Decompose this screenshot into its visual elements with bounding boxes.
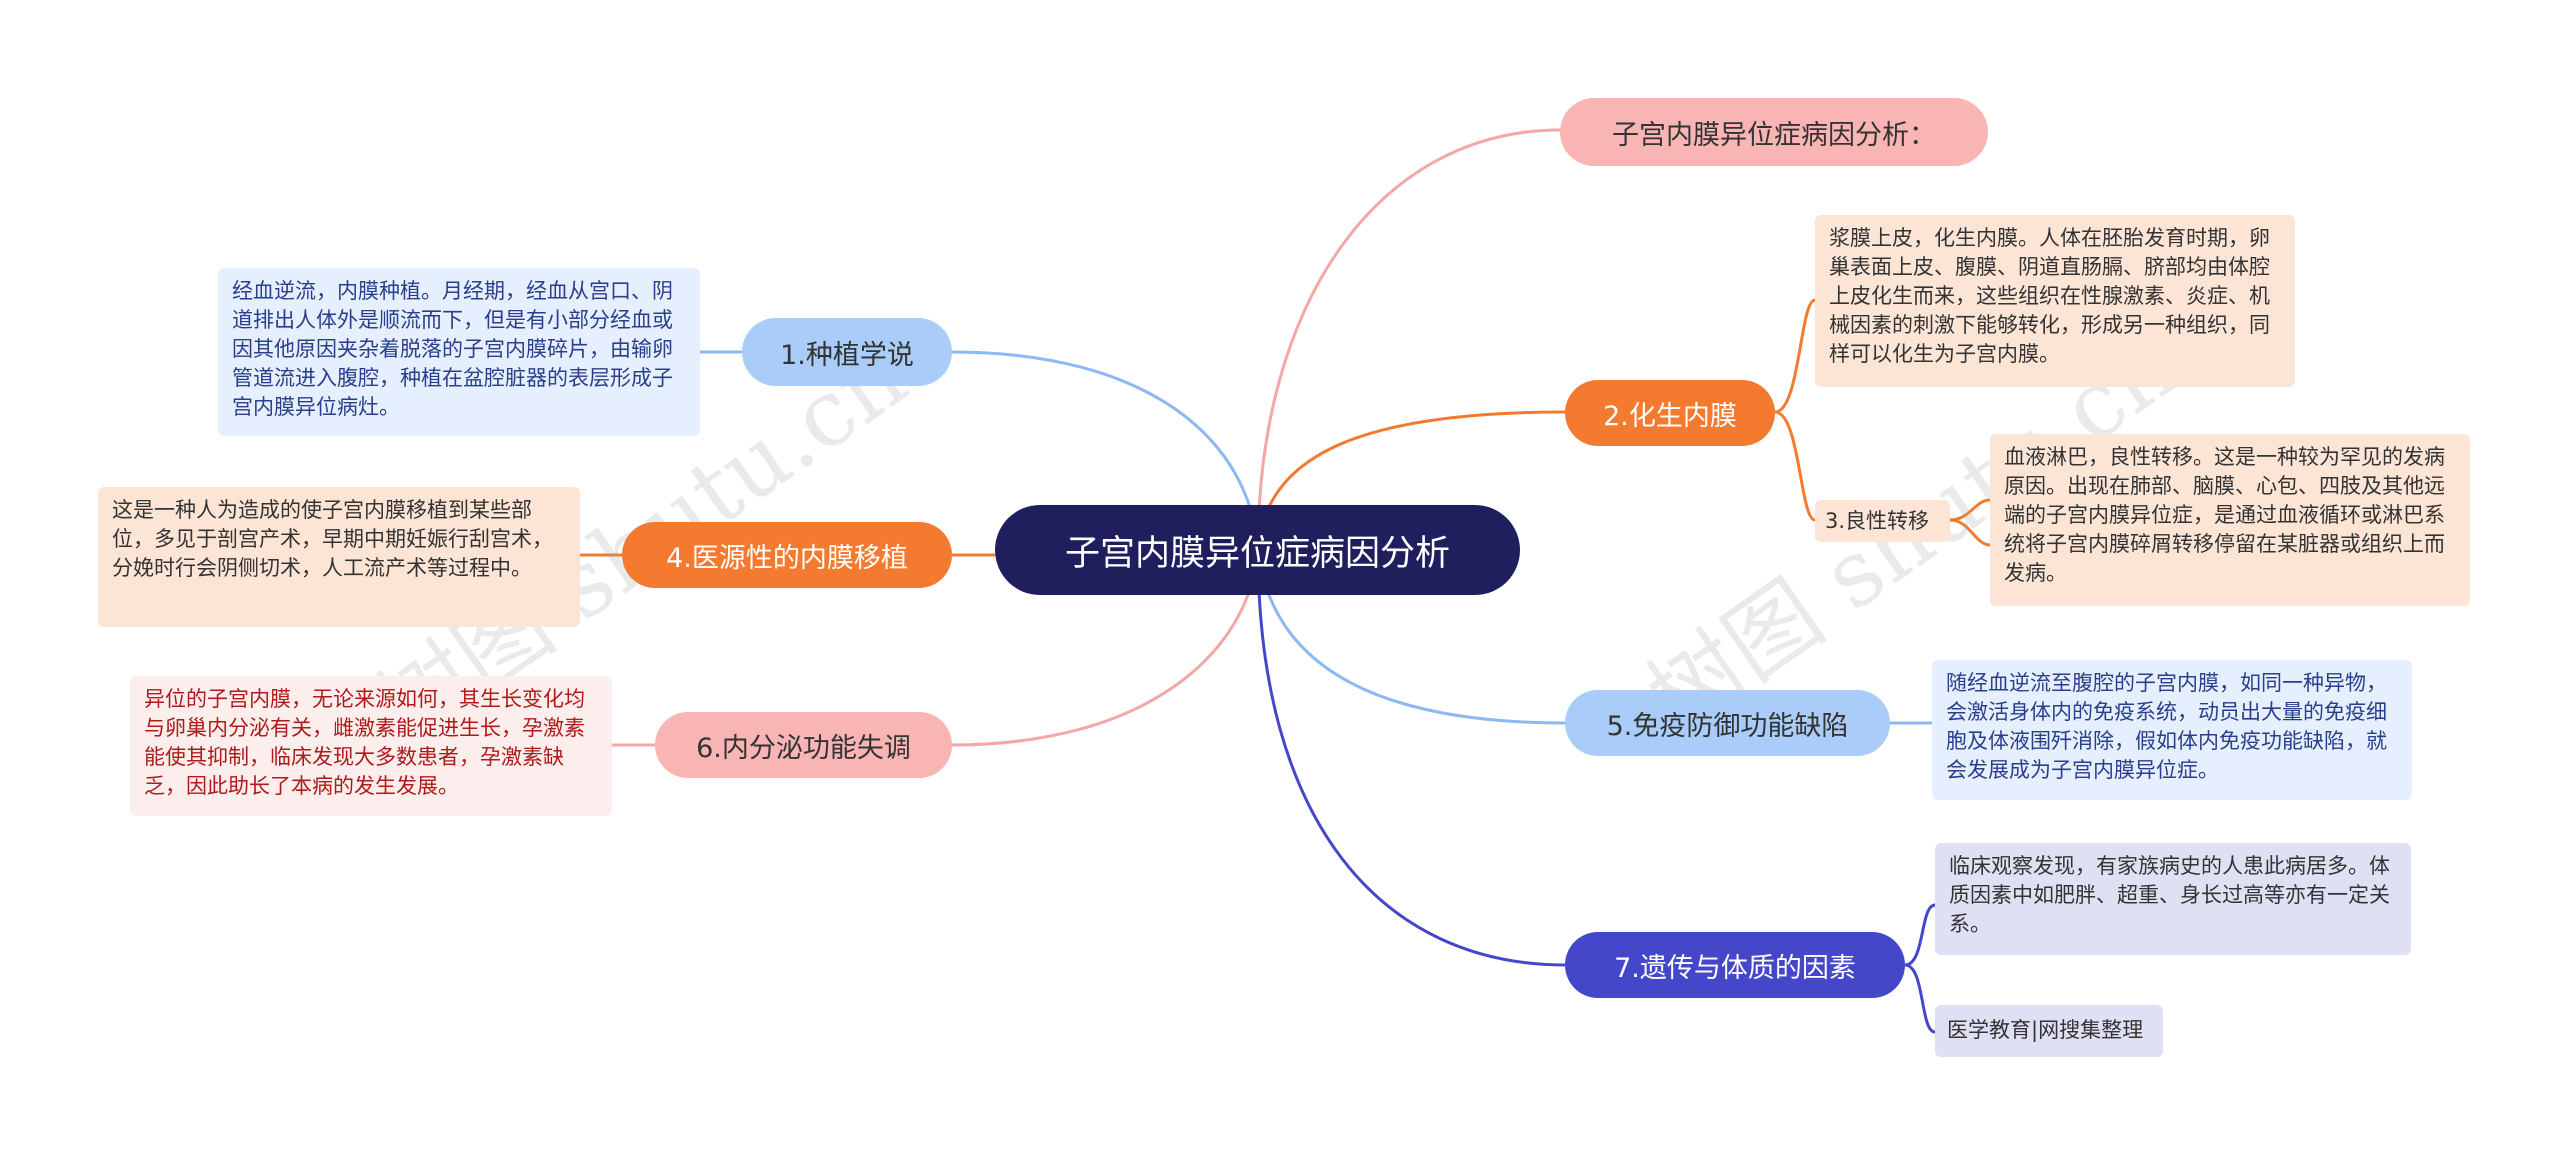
central-topic[interactable]: 子宫内膜异位症病因分析 [995, 505, 1520, 595]
note-endocrine: 异位的子宫内膜，无论来源如何，其生长变化均与卵巢内分泌有关，雌激素能促进生长，孕… [130, 676, 612, 816]
link-b7 [1256, 549, 1566, 967]
note-iatrogenic: 这是一种人为造成的使子宫内膜移植到某些部位，多见于剖宫产术，早期中期妊娠行刮宫术… [98, 487, 580, 627]
link-b2-sub [1949, 498, 1991, 547]
branch-genetics[interactable]: 7.遗传与体质的因素 [1565, 932, 1905, 998]
sub-benign-metastasis[interactable]: 3.良性转移 [1815, 500, 1950, 542]
note-source: 医学教育|网搜集整理 [1935, 1005, 2163, 1057]
branch-endocrine[interactable]: 6.内分泌功能失调 [655, 712, 952, 778]
link-b7-bracket [1904, 903, 1936, 1034]
note-genetics: 临床观察发现，有家族病史的人患此病居多。体质因素中如肥胖、超重、身长过高等亦有一… [1935, 843, 2411, 955]
branch-immune-defect[interactable]: 5.免疫防御功能缺陷 [1565, 690, 1890, 756]
note-immune-defect: 随经血逆流至腹腔的子宫内膜，如同一种异物，会激活身体内的免疫系统，动员出大量的免… [1932, 660, 2412, 800]
note-benign-metastasis: 血液淋巴，良性转移。这是一种较为罕见的发病原因。出现在肺部、脑膜、心包、四肢及其… [1990, 434, 2470, 606]
branch-implantation[interactable]: 1.种植学说 [742, 318, 952, 386]
branch-iatrogenic[interactable]: 4.医源性的内膜移植 [622, 522, 952, 588]
link-b0 [1256, 128, 1561, 551]
note-implantation: 经血逆流，内膜种植。月经期，经血从宫口、阴道排出人体外是顺流而下，但是有小部分经… [218, 268, 700, 436]
note-metaplasia: 浆膜上皮，化生内膜。人体在胚胎发育时期，卵巢表面上皮、腹膜、阴道直肠膈、脐部均由… [1815, 215, 2295, 387]
branch-analysis-title[interactable]: 子宫内膜异位症病因分析： [1560, 98, 1988, 166]
branch-metaplasia[interactable]: 2.化生内膜 [1565, 380, 1775, 446]
link-b2-bracket [1774, 298, 1816, 522]
